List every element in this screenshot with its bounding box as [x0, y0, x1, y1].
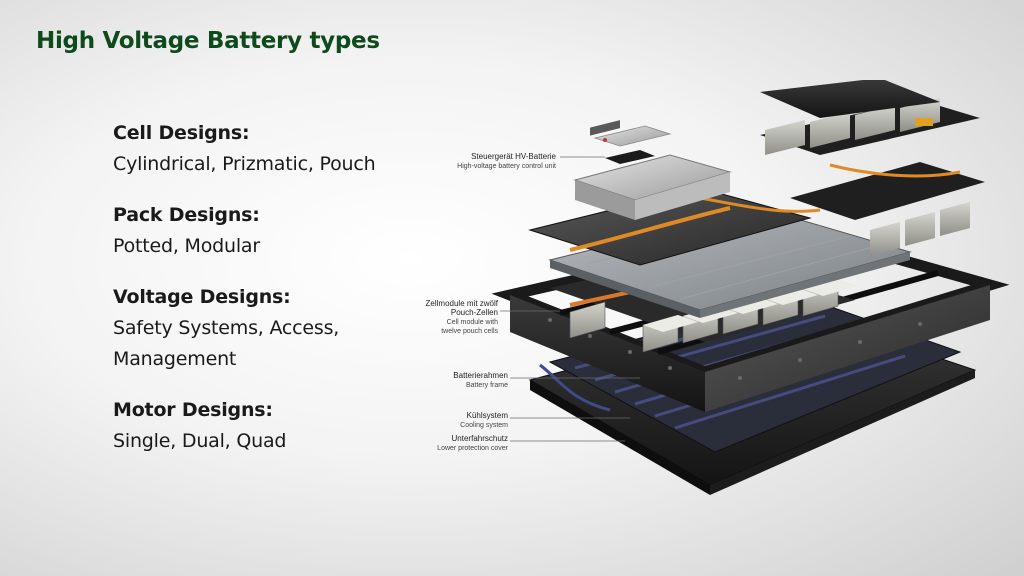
callout-labels: Steuergerät HV-Batterie High-voltage bat…	[426, 152, 557, 452]
section-body: Single, Dual, Quad	[113, 430, 287, 452]
callout-cooling-de: Kühlsystem	[467, 411, 509, 420]
section-body: Safety Systems, Access,	[113, 317, 340, 339]
callout-leaders	[500, 156, 640, 442]
section-heading: Pack Designs:	[113, 204, 260, 226]
callout-cell-module-en-2: twelve pouch cells	[441, 328, 498, 335]
section-body: Potted, Modular	[113, 235, 260, 257]
callout-cell-module-de-2: Pouch-Zellen	[451, 308, 498, 317]
section-cell-designs: Cell Designs: Cylindrical, Prizmatic, Po…	[113, 118, 413, 180]
section-body: Management	[113, 348, 237, 370]
content-list: Cell Designs: Cylindrical, Prizmatic, Po…	[113, 118, 413, 477]
section-voltage-designs: Voltage Designs: Safety Systems, Access,…	[113, 282, 413, 375]
callout-cover-de: Unterfahrschutz	[452, 434, 508, 443]
section-motor-designs: Motor Designs: Single, Dual, Quad	[113, 395, 413, 457]
callout-frame-en: Battery frame	[466, 382, 508, 389]
callout-cover-en: Lower protection cover	[437, 445, 508, 452]
cooling-plate	[548, 207, 912, 318]
callout-cell-module-de-1: Zellmodule mit zwölf	[426, 299, 499, 308]
battery-exploded-view: Steuergerät HV-Batterie High-voltage bat…	[400, 80, 1024, 520]
cell-modules-upper	[760, 98, 985, 256]
section-heading: Cell Designs:	[113, 122, 250, 144]
section-body: Cylindrical, Prizmatic, Pouch	[113, 153, 376, 175]
callout-cell-module-en-1: Cell module with	[447, 319, 498, 326]
top-rail	[760, 80, 940, 126]
callout-control-unit-de: Steuergerät HV-Batterie	[471, 152, 556, 161]
slide-title: High Voltage Battery types	[36, 28, 380, 54]
section-heading: Motor Designs:	[113, 399, 273, 421]
section-heading: Voltage Designs:	[113, 286, 291, 308]
callout-control-unit-en: High-voltage battery control unit	[457, 163, 556, 170]
callout-cooling-en: Cooling system	[460, 422, 508, 429]
callout-frame-de: Batterierahmen	[453, 371, 508, 380]
section-pack-designs: Pack Designs: Potted, Modular	[113, 200, 413, 262]
hv-control-unit	[573, 120, 732, 220]
